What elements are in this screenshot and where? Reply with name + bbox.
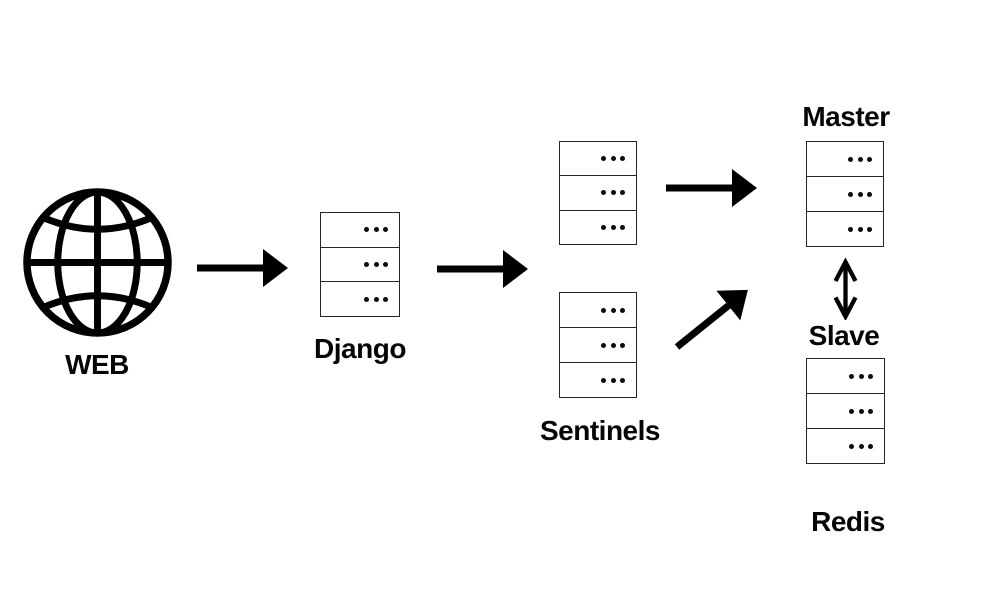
ellipsis-icon bbox=[848, 226, 872, 232]
arrow-django-to-sentinels-icon bbox=[437, 250, 528, 288]
redis-label: Redis bbox=[811, 506, 885, 537]
ellipsis-icon bbox=[601, 307, 625, 313]
server-row bbox=[560, 293, 636, 327]
server-row bbox=[560, 142, 636, 175]
server-row bbox=[807, 428, 884, 463]
ellipsis-icon bbox=[848, 156, 872, 162]
server-row bbox=[807, 359, 884, 393]
ellipsis-icon bbox=[601, 156, 625, 162]
ellipsis-icon bbox=[601, 377, 625, 383]
server-row bbox=[807, 142, 883, 176]
django-label: Django bbox=[314, 333, 406, 364]
ellipsis-icon bbox=[848, 191, 872, 197]
ellipsis-icon bbox=[364, 296, 388, 302]
ellipsis-icon bbox=[601, 342, 625, 348]
arrow-sentinel-bottom-to-master-icon bbox=[674, 289, 748, 350]
server-row bbox=[807, 393, 884, 428]
ellipsis-icon bbox=[849, 373, 873, 379]
server-stack-sentinel-bottom bbox=[559, 292, 637, 398]
server-stack-slave bbox=[806, 358, 885, 464]
globe-icon bbox=[23, 188, 172, 337]
server-stack-master bbox=[806, 141, 884, 247]
server-row bbox=[560, 209, 636, 244]
slave-label: Slave bbox=[808, 320, 880, 351]
ellipsis-icon bbox=[601, 190, 625, 196]
arrow-sentinel-top-to-master-icon bbox=[666, 169, 757, 207]
server-row bbox=[321, 281, 399, 316]
server-row bbox=[560, 175, 636, 209]
server-stack-sentinel-top bbox=[559, 141, 637, 245]
server-stack-django bbox=[320, 212, 400, 317]
server-row bbox=[807, 211, 883, 246]
arrow-master-slave-double-icon bbox=[833, 257, 858, 320]
ellipsis-icon bbox=[364, 262, 388, 267]
arrow-web-to-django-icon bbox=[197, 249, 288, 287]
ellipsis-icon bbox=[601, 224, 625, 230]
ellipsis-icon bbox=[849, 408, 873, 414]
server-row bbox=[321, 213, 399, 247]
server-row bbox=[560, 327, 636, 362]
ellipsis-icon bbox=[849, 443, 873, 449]
server-row bbox=[321, 246, 399, 282]
master-label: Master bbox=[802, 101, 890, 132]
server-row bbox=[560, 362, 636, 397]
web-label: WEB bbox=[65, 349, 129, 380]
server-row bbox=[807, 176, 883, 211]
ellipsis-icon bbox=[364, 227, 388, 233]
sentinels-label: Sentinels bbox=[540, 415, 660, 446]
